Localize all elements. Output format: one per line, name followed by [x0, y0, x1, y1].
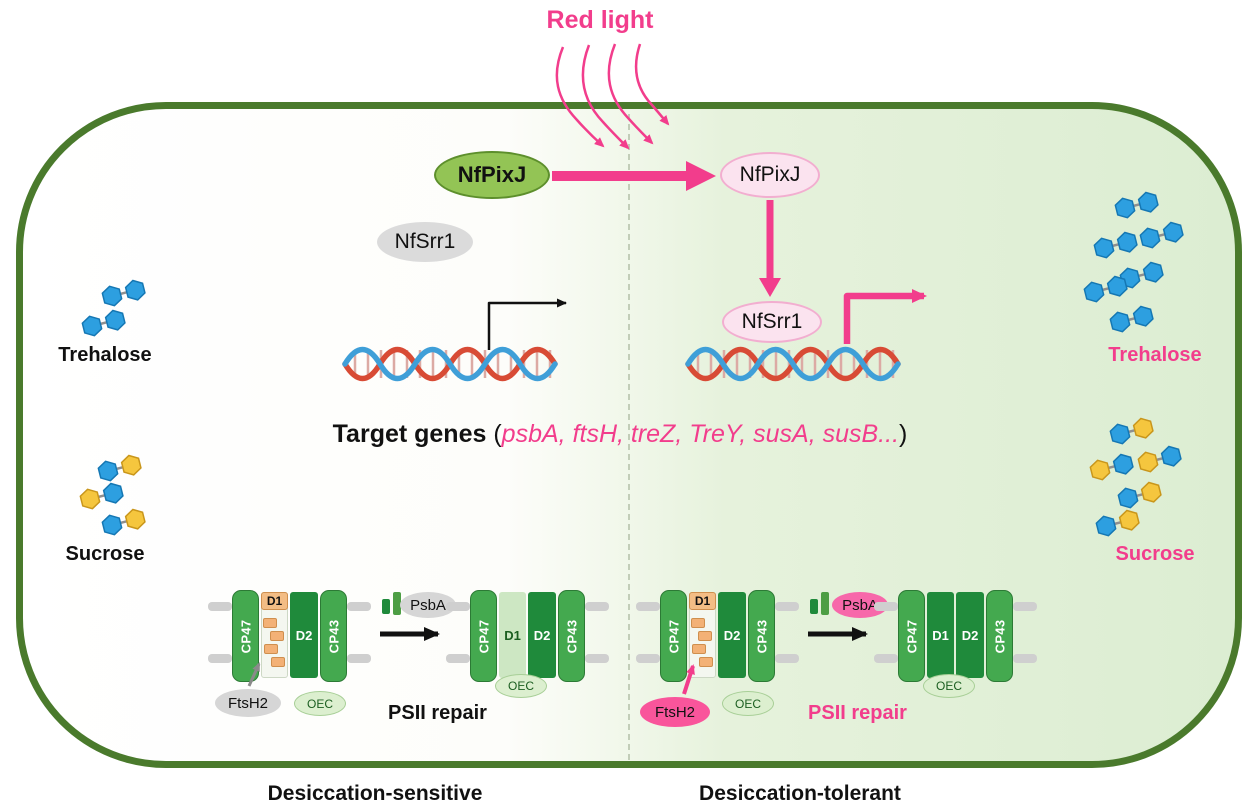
cp43-subunit: CP43 [748, 590, 775, 682]
nfpixj-active-ellipse: NfPixJ [720, 152, 820, 198]
sucrose-label-active: Sucrose [1115, 543, 1195, 565]
cp43-subunit: CP43 [320, 590, 347, 682]
membrane-stub [446, 602, 470, 611]
membrane-stub [775, 602, 799, 611]
cp47-label: CP47 [666, 619, 682, 653]
membrane-stub [446, 654, 470, 663]
oec-ellipse: OEC [294, 691, 346, 716]
membrane-stub [585, 654, 609, 663]
nfsrr1-active-ellipse: NfSrr1 [722, 301, 822, 343]
membrane-stub [1013, 602, 1037, 611]
state-label-tolerant: Desiccation-tolerant [699, 782, 901, 805]
trehalose-cluster-icon [1070, 192, 1230, 352]
d1-protein-bar-icon [821, 592, 829, 615]
d1-protein-bar-icon [393, 592, 401, 615]
psii-complex-repaired: CP47 D1 D2 CP43 [446, 590, 609, 682]
trehalose-icon [78, 280, 178, 350]
cp43-label: CP43 [564, 619, 580, 653]
cp43-subunit: CP43 [986, 590, 1013, 682]
ftsh2-ellipse: FtsH2 [215, 689, 281, 717]
d1-label: D1 [261, 592, 288, 610]
membrane-stub [347, 602, 371, 611]
cp47-subunit: CP47 [660, 590, 687, 682]
ftsh2-ellipse-active: FtsH2 [640, 697, 710, 727]
red-light-label: Red light [546, 6, 654, 34]
damaged-d1-fragment [264, 644, 278, 654]
d1-damaged-column: D1 [689, 592, 716, 678]
cp43-label: CP43 [754, 619, 770, 653]
sucrose-icon [78, 455, 178, 545]
psii-complex-repaired-tolerant: CP47 D1 D2 CP43 [874, 590, 1037, 682]
target-genes-list: psbA, ftsH, treZ, TreY, susA, susB... [501, 420, 900, 448]
damaged-d1-fragment [271, 657, 285, 667]
psii-repair-label-active: PSII repair [808, 702, 907, 724]
state-label-sensitive: Desiccation-sensitive [267, 782, 483, 805]
paren-close: ) [899, 420, 908, 448]
trehalose-label-active: Trehalose [1108, 344, 1202, 366]
dna-icon [688, 336, 898, 392]
cp47-subunit: CP47 [470, 590, 497, 682]
psii-complex-damaged-tolerant: CP47 D1 D2 CP43 [636, 590, 799, 682]
d1-subunit-new: D1 [927, 592, 954, 678]
psii-repair-label: PSII repair [388, 702, 487, 724]
target-genes-title: Target genes [332, 420, 487, 448]
membrane-stub [775, 654, 799, 663]
damaged-d1-fragment [270, 631, 284, 641]
target-genes-caption: Target genes (psbA, ftsH, treZ, TreY, su… [230, 420, 1010, 449]
state-divider-line [628, 114, 630, 760]
nfpixj-inactive-ellipse: NfPixJ [434, 151, 550, 199]
damaged-d1-fragment [691, 618, 705, 628]
cp43-label: CP43 [326, 619, 342, 653]
paren-open: ( [486, 420, 502, 448]
membrane-stub [874, 602, 898, 611]
membrane-stub [347, 654, 371, 663]
sucrose-label: Sucrose [65, 543, 145, 565]
membrane-stub [208, 602, 232, 611]
d1-protein-bar-icon [810, 599, 818, 614]
oec-ellipse: OEC [495, 674, 547, 698]
membrane-stub [208, 654, 232, 663]
psii-complex-damaged: CP47 D1 D2 CP43 [208, 590, 371, 682]
damaged-d1-fragment [692, 644, 706, 654]
dna-icon [345, 336, 555, 392]
membrane-stub [585, 602, 609, 611]
d1-label: D1 [689, 592, 716, 610]
nfsrr1-inactive-ellipse: NfSrr1 [377, 222, 473, 262]
damaged-d1-fragment [699, 657, 713, 667]
cp47-label: CP47 [904, 619, 920, 653]
cp47-label: CP47 [238, 619, 254, 653]
sucrose-cluster-icon [1070, 418, 1230, 548]
cp47-subunit: CP47 [232, 590, 259, 682]
trehalose-label: Trehalose [58, 344, 152, 366]
d1-damaged-column: D1 [261, 592, 288, 678]
d1-protein-bar-icon [382, 599, 390, 614]
oec-ellipse: OEC [722, 691, 774, 716]
cp47-subunit: CP47 [898, 590, 925, 682]
cp43-label: CP43 [992, 619, 1008, 653]
d1-subunit-new: D1 [499, 592, 526, 678]
d2-subunit: D2 [290, 592, 318, 678]
membrane-stub [636, 602, 660, 611]
cp47-label: CP47 [476, 619, 492, 653]
d2-subunit: D2 [956, 592, 984, 678]
membrane-stub [874, 654, 898, 663]
d2-subunit: D2 [718, 592, 746, 678]
d2-subunit: D2 [528, 592, 556, 678]
oec-ellipse: OEC [923, 674, 975, 698]
cp43-subunit: CP43 [558, 590, 585, 682]
damaged-d1-fragment [698, 631, 712, 641]
membrane-stub [1013, 654, 1037, 663]
damaged-d1-fragment [263, 618, 277, 628]
membrane-stub [636, 654, 660, 663]
